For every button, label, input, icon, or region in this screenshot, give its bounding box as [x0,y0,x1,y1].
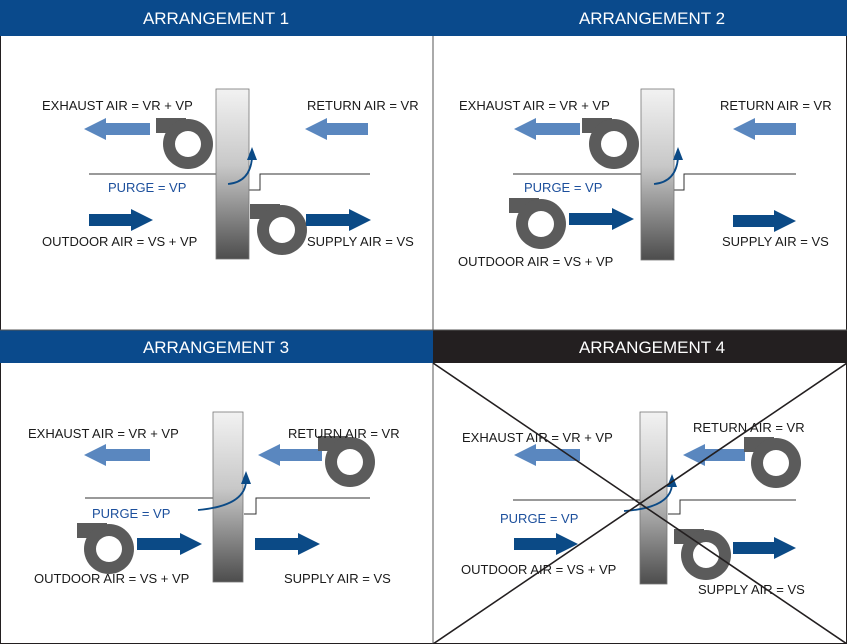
purge-label: PURGE = VP [524,180,602,195]
exhaust-arrow [84,118,150,140]
duct-divider [672,173,796,191]
exhaust-arrow [514,118,580,140]
outdoor-air-arrow [514,533,578,555]
outdoor-air-label: OUTDOOR AIR = VS + VP [42,234,197,249]
outdoor-air-arrow [569,208,634,230]
supply-arrow [733,537,796,559]
duct-divider [668,499,796,515]
duct-divider [244,497,370,515]
purge-label: PURGE = VP [500,511,578,526]
purge-flow-line [227,157,253,185]
return-air-label: RETURN AIR = VR [720,98,832,113]
purge-flow-line [197,481,247,511]
return-air-label: RETURN AIR = VR [307,98,419,113]
supply-arrow [733,210,796,232]
panel-2-header [433,0,847,36]
purge-flow-line [653,157,679,185]
return-air-label: RETURN AIR = VR [693,420,805,435]
purge-label: PURGE = VP [108,180,186,195]
exhaust-air-label: EXHAUST AIR = VR + VP [459,98,610,113]
exhaust-arrow [514,444,580,466]
panel-4-title: ARRANGEMENT 4 [579,338,725,357]
return-arrow [305,118,368,140]
supply-air-label: SUPPLY AIR = VS [284,571,391,586]
supply-air-label: SUPPLY AIR = VS [307,234,414,249]
outdoor-air-label: OUTDOOR AIR = VS + VP [461,562,616,577]
purge-arrowhead [241,471,251,484]
supply-arrow [306,209,371,231]
duct-divider [248,173,370,191]
return-arrow [683,444,745,466]
heat-wheel [640,88,675,261]
return-arrow [258,444,322,466]
exhaust-arrow [84,444,150,466]
exhaust-air-label: EXHAUST AIR = VR + VP [42,98,193,113]
panel-1-header [0,0,433,36]
panel-4-header [433,330,847,363]
panel-arrangement-3: ARRANGEMENT 3 EXHAUST AIR = VR + VP RETU… [0,330,433,586]
panel-arrangement-2: ARRANGEMENT 2 EXHAUST AIR = VR + VP RETU… [433,0,847,269]
return-arrow [733,118,796,140]
supply-air-label: SUPPLY AIR = VS [698,582,805,597]
panel-3-title: ARRANGEMENT 3 [143,338,289,357]
purge-arrowhead [673,147,683,160]
purge-arrowhead [247,147,257,160]
cross-out-line [432,362,847,644]
exhaust-air-label: EXHAUST AIR = VR + VP [28,426,179,441]
panel-2-title: ARRANGEMENT 2 [579,9,725,28]
supply-arrow [255,533,320,555]
purge-flow-line [623,484,673,512]
panel-arrangement-4: ARRANGEMENT 4 EXHAUST AIR = VR + VP RETU… [432,330,847,644]
outdoor-air-label: OUTDOOR AIR = VS + VP [458,254,613,269]
heat-wheel [639,411,668,585]
exhaust-air-label: EXHAUST AIR = VR + VP [462,430,613,445]
heat-wheel [215,88,250,260]
return-air-label: RETURN AIR = VR [288,426,400,441]
supply-air-label: SUPPLY AIR = VS [722,234,829,249]
panel-1-title: ARRANGEMENT 1 [143,9,289,28]
outdoor-air-arrow [137,533,202,555]
panel-3-header [0,330,433,363]
panel-arrangement-1: ARRANGEMENT 1 EXHAUST AIR = VR + VP RETU… [0,0,433,260]
outdoor-air-arrow [89,209,153,231]
purge-label: PURGE = VP [92,506,170,521]
outdoor-air-label: OUTDOOR AIR = VS + VP [34,571,189,586]
